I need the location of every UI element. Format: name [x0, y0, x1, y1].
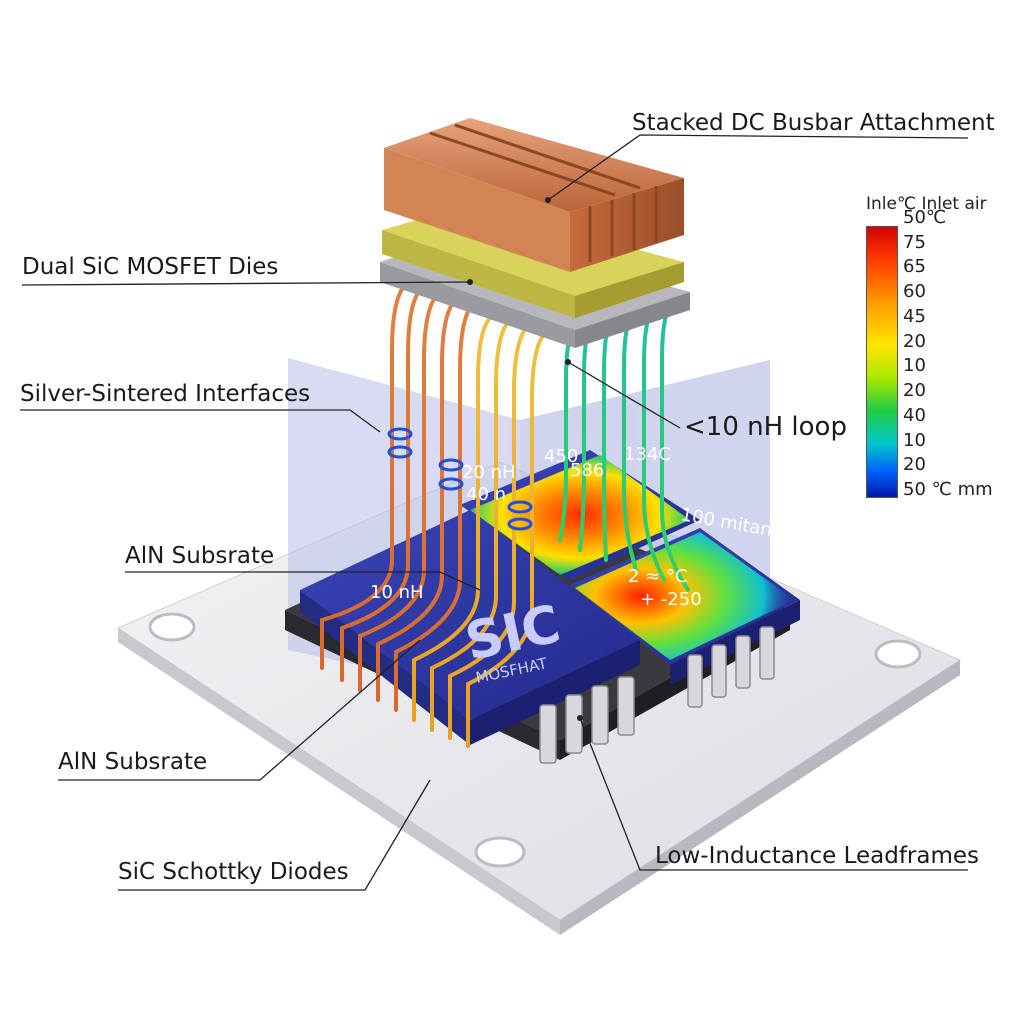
- callout-aln-upper: AlN Subsrate: [125, 543, 275, 569]
- legend-tick-label: 60: [903, 281, 926, 303]
- busbar-stack: [380, 118, 690, 348]
- floating-label-6: 10 nH: [370, 582, 424, 603]
- legend-tick-label: 50℃: [903, 207, 947, 228]
- floating-label-5: 134C: [624, 444, 671, 465]
- legend-tick-label: 65: [903, 256, 926, 278]
- legend-tick-label: 45: [903, 305, 926, 327]
- sintered-rings: [387, 427, 533, 531]
- callout-schottky: SiC Schottky Diodes: [118, 859, 349, 885]
- legend-title: Inle℃ Inlet air: [866, 194, 987, 214]
- callout-silver-sintered: Silver-Sintered Interfaces: [20, 381, 311, 407]
- mounting-hole-right: [874, 639, 922, 669]
- callout-leadframes: Low-Inductance Leadframes: [655, 843, 980, 869]
- floating-label-1: 20 nH: [462, 462, 516, 483]
- floating-label-2: 40 n: [466, 484, 506, 505]
- floating-label-3: 450: [544, 446, 578, 467]
- legend-tick-label: 10: [903, 429, 926, 451]
- legend-colorbar: [866, 226, 898, 498]
- leader-lines: [20, 134, 969, 891]
- legend-tick-label: 10: [903, 355, 926, 377]
- callout-busbar: Stacked DC Busbar Attachment: [632, 110, 995, 136]
- leader-dots: [467, 197, 583, 721]
- callout-aln-lower: AlN Subsrate: [58, 749, 208, 775]
- legend-tick-label: 50 ℃ mm: [903, 479, 993, 500]
- legend-tick-label: 20: [903, 380, 926, 402]
- floating-label-9: + -250: [640, 589, 702, 610]
- leadframe-pins: [539, 626, 775, 764]
- floating-label-4: 586: [570, 460, 604, 481]
- legend-tick-label: 40: [903, 404, 926, 426]
- chip-center: [460, 450, 700, 580]
- bond-wires-warm: [320, 283, 474, 712]
- callout-mosfet-dies: Dual SiC MOSFET Dies: [22, 254, 279, 280]
- legend-tick-label: 75: [903, 231, 926, 253]
- floating-label-8: 2 ≈ °C: [628, 566, 688, 587]
- bond-wires-yellow: [412, 316, 546, 748]
- legend-tick-label: 20: [903, 330, 926, 352]
- mounting-hole-front: [474, 836, 526, 868]
- callout-loop: <10 nH loop: [684, 412, 847, 442]
- legend-tick-label: 20: [903, 454, 926, 476]
- mounting-hole-left: [148, 612, 196, 642]
